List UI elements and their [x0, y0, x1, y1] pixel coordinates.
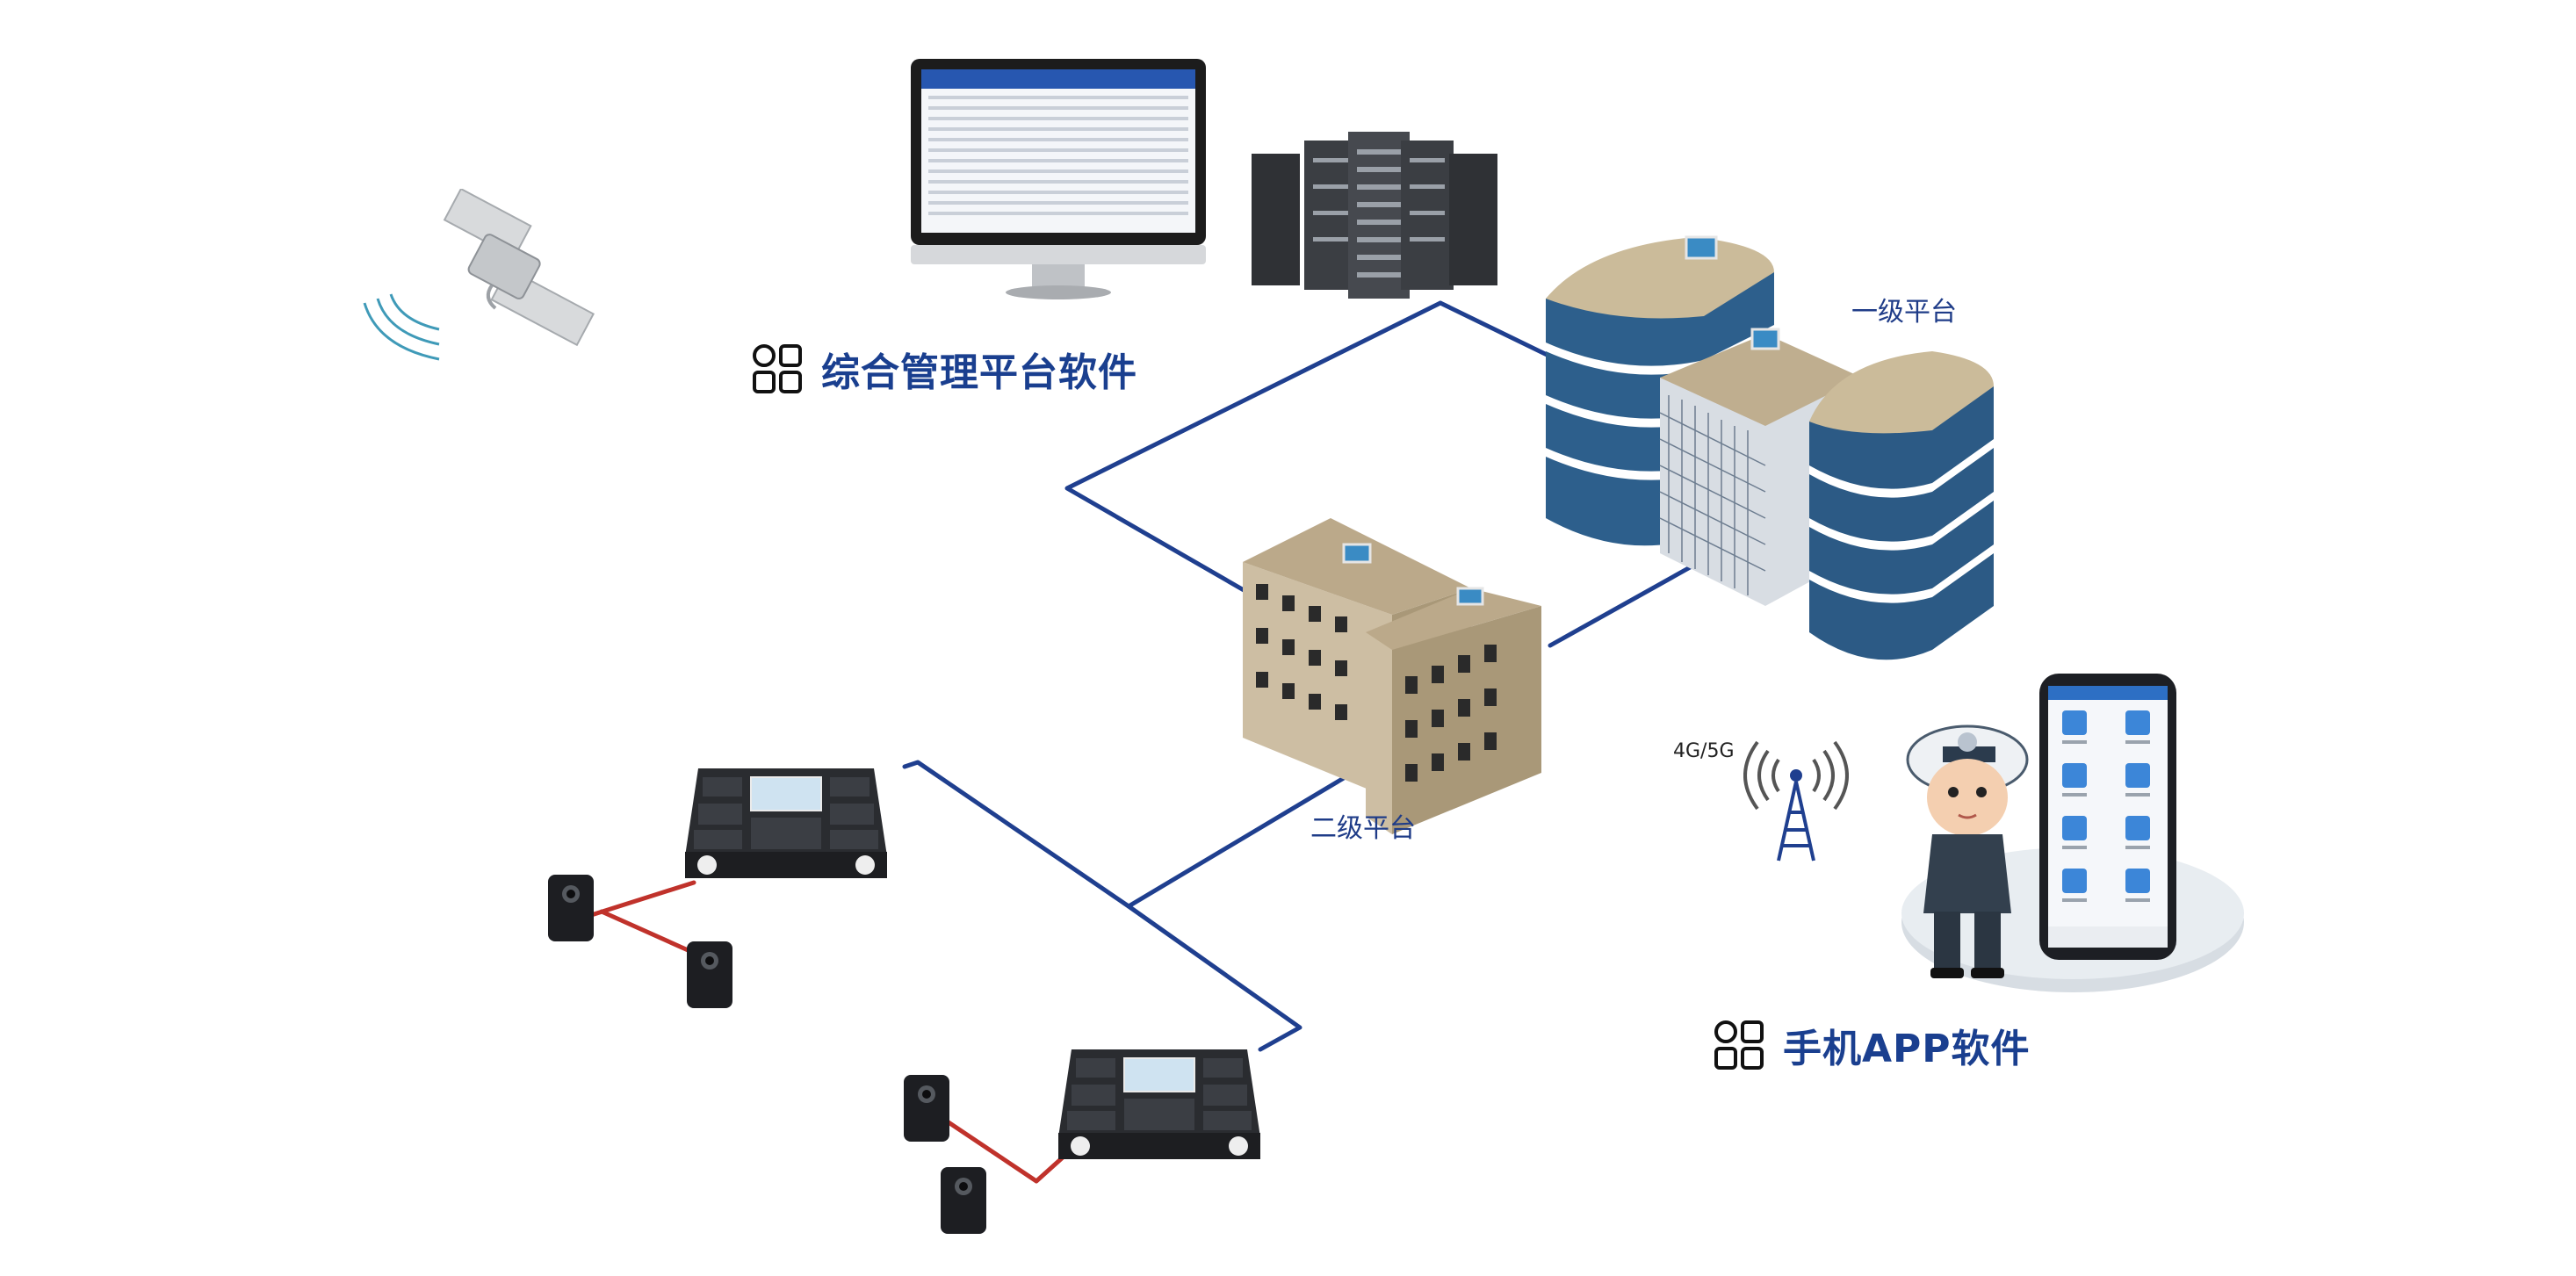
level2-platform-label: 二级平台 [1310, 813, 1416, 844]
link-station1-branch [902, 760, 1302, 1052]
app-grid-icon [1714, 1020, 1764, 1070]
body-camera-icon [941, 1167, 986, 1234]
docking-station-icon [1058, 1049, 1260, 1159]
network-label: 4G/5G [1673, 740, 1735, 762]
management-software-heading: 综合管理平台软件 [751, 341, 1137, 397]
monitor-icon [911, 59, 1206, 299]
cell-tower-icon [1743, 740, 1849, 861]
link-server-to-level2 [1064, 300, 1443, 600]
body-camera-icon [687, 941, 732, 1008]
mobile-app-heading: 手机APP软件 [1713, 1017, 2031, 1073]
link-level2-to-level1 [1548, 559, 1702, 648]
body-camera-icon [904, 1075, 949, 1142]
body-camera-icon [548, 875, 594, 941]
building-icon [1546, 235, 1994, 660]
management-software-title: 综合管理平台软件 [821, 350, 1137, 395]
smartphone-icon [2039, 674, 2176, 960]
building-icon [1243, 518, 1541, 834]
mobile-app-title: 手机APP软件 [1783, 1027, 2031, 1071]
server-rack-icon [1252, 132, 1497, 299]
level2-building [1243, 518, 1541, 834]
docking-station-icon [685, 768, 887, 878]
level1-platform-label: 一级平台 [1851, 297, 1957, 328]
app-grid-icon [753, 344, 802, 393]
satellite-icon [363, 189, 595, 361]
link-level2-to-stations [1126, 768, 1360, 909]
level1-tower-right [1809, 351, 1994, 660]
